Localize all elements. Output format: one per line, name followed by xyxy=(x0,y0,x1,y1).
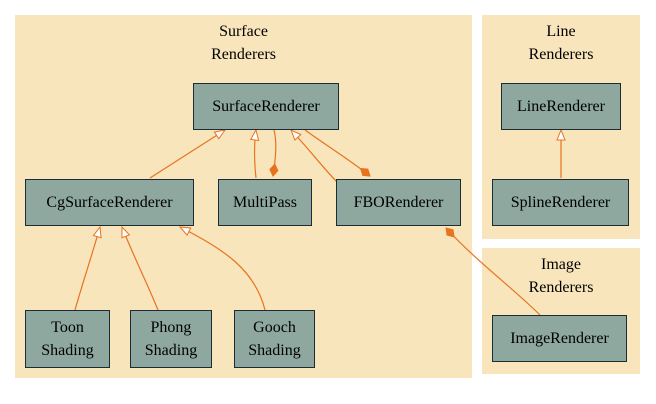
node-phong-shading[interactable]: Phong Shading xyxy=(130,310,212,368)
node-line-renderer[interactable]: LineRenderer xyxy=(501,83,621,130)
cluster-image-title: Image Renderers xyxy=(528,256,594,296)
node-image-renderer[interactable]: ImageRenderer xyxy=(492,315,627,362)
edge-image-to-fbo xyxy=(445,227,541,316)
node-surface-renderer[interactable]: SurfaceRenderer xyxy=(193,83,339,130)
edge-cg-to-surface xyxy=(149,130,225,179)
node-multipass[interactable]: MultiPass xyxy=(218,179,312,226)
edge-phong-to-cg xyxy=(122,227,159,311)
edge-fbo-inherit xyxy=(291,130,338,183)
node-cg-surface-renderer[interactable]: CgSurfaceRenderer xyxy=(25,179,194,226)
edge-gooch-to-cg xyxy=(180,227,266,311)
node-toon-shading[interactable]: Toon Shading xyxy=(25,310,110,368)
cluster-surface-title: Surface Renderers xyxy=(211,23,276,63)
edge-fbo-compose xyxy=(304,129,371,177)
edge-multipass-compose xyxy=(269,129,279,177)
edge-toon-to-cg xyxy=(74,227,100,311)
node-gooch-shading[interactable]: Gooch Shading xyxy=(234,310,315,368)
cluster-line-title: Line Renderers xyxy=(528,23,594,63)
edge-multipass-inherit xyxy=(255,130,257,179)
node-spline-renderer[interactable]: SplineRenderer xyxy=(492,179,629,226)
node-fbo-renderer[interactable]: FBORenderer xyxy=(336,179,461,226)
